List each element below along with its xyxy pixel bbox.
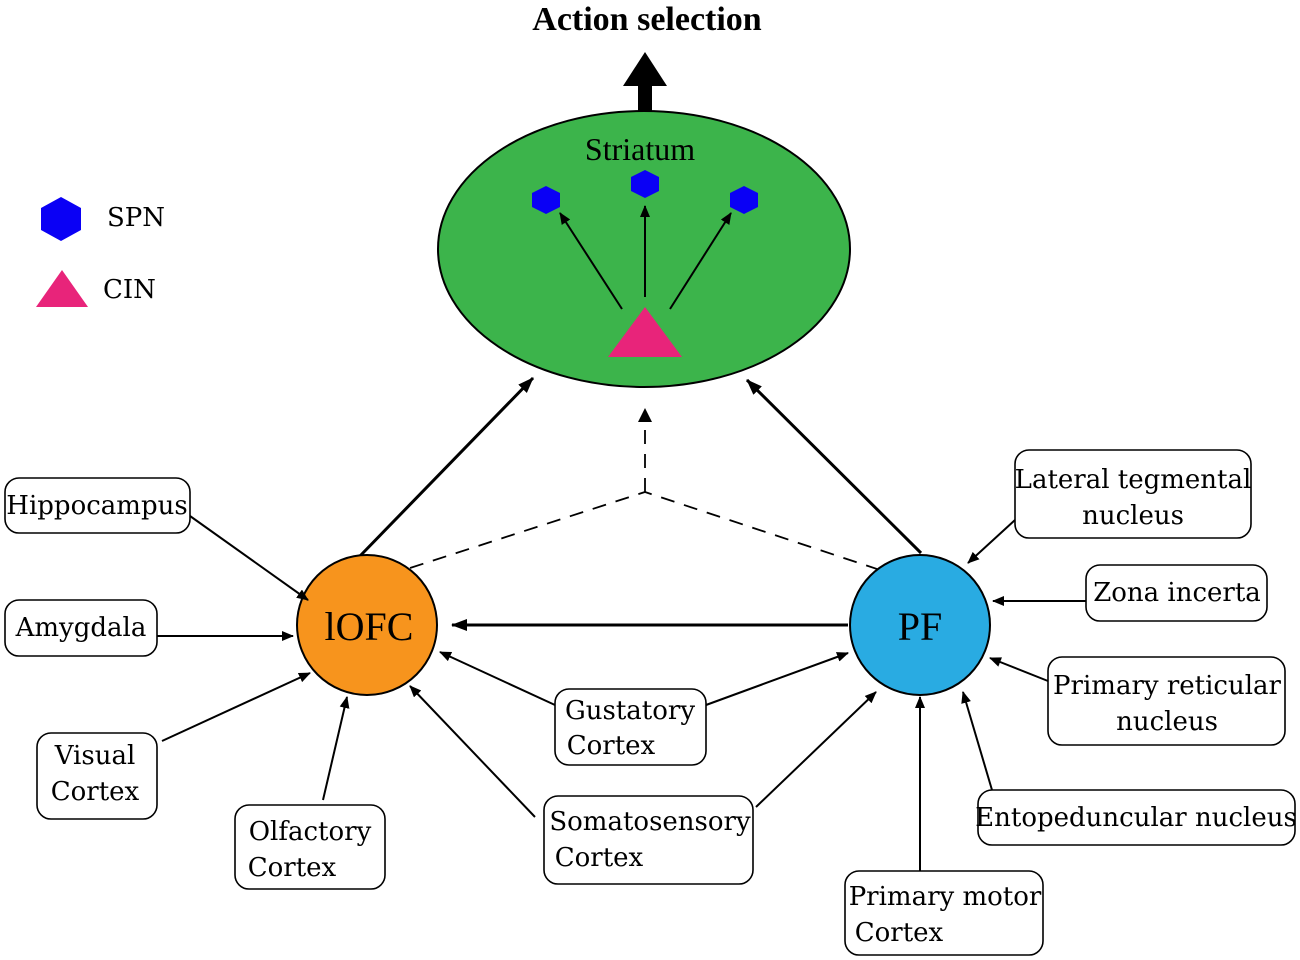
spn-hexagon-center bbox=[631, 170, 659, 198]
legend-spn-icon bbox=[41, 197, 81, 241]
primary-reticular-to-pf-arrow bbox=[989, 657, 1049, 682]
svg-text:Olfactory: Olfactory bbox=[249, 817, 372, 847]
svg-text:Cortex: Cortex bbox=[855, 918, 944, 948]
gustatory-to-pf-arrow bbox=[705, 652, 849, 706]
input-box-amygdala: Amygdala bbox=[4, 599, 158, 657]
svg-text:Cortex: Cortex bbox=[51, 777, 140, 807]
svg-text:nucleus: nucleus bbox=[1116, 707, 1218, 737]
entopeduncular-to-pf-arrow bbox=[961, 691, 993, 791]
input-box-gustatory-cortex: Gustatory Cortex bbox=[554, 688, 707, 766]
svg-text:Hippocampus: Hippocampus bbox=[6, 491, 187, 521]
svg-text:Lateral tegmental: Lateral tegmental bbox=[1015, 465, 1252, 495]
spn-hexagon-right bbox=[730, 186, 758, 214]
svg-text:Gustatory: Gustatory bbox=[565, 696, 695, 726]
svg-text:Primary motor: Primary motor bbox=[849, 882, 1042, 912]
input-box-hippocampus: Hippocampus bbox=[4, 477, 191, 534]
input-box-entopeduncular-nucleus: Entopeduncular nucleus bbox=[975, 789, 1297, 846]
input-box-lateral-tegmental-nucleus: Lateral tegmental nucleus bbox=[1014, 449, 1252, 539]
pf-label: PF bbox=[898, 604, 943, 649]
striatum-label: Striatum bbox=[585, 131, 695, 167]
legend-cin-label: CIN bbox=[103, 275, 156, 305]
legend: SPN CIN bbox=[36, 197, 165, 307]
visual-to-lofc-arrow bbox=[161, 672, 311, 742]
svg-text:Cortex: Cortex bbox=[567, 731, 656, 761]
pf-node bbox=[849, 554, 991, 696]
somatosensory-to-pf-arrow bbox=[755, 691, 877, 808]
input-box-visual-cortex: Visual Cortex bbox=[36, 732, 158, 820]
input-box-olfactory-cortex: Olfactory Cortex bbox=[234, 804, 386, 890]
input-box-primary-reticular-nucleus: Primary reticular nucleus bbox=[1047, 656, 1286, 746]
hippocampus-to-lofc-arrow bbox=[189, 515, 309, 601]
cin-triangle bbox=[608, 307, 682, 357]
svg-text:Cortex: Cortex bbox=[555, 843, 644, 873]
spn-hexagon-left bbox=[532, 186, 560, 214]
somatosensory-to-lofc-arrow bbox=[409, 685, 536, 818]
svg-text:Somatosensory: Somatosensory bbox=[549, 807, 751, 837]
input-box-primary-motor-cortex: Primary motor Cortex bbox=[844, 870, 1044, 956]
svg-text:Amygdala: Amygdala bbox=[15, 613, 147, 643]
cin-to-spn-arrow-right bbox=[669, 212, 732, 310]
svg-text:Entopeduncular nucleus: Entopeduncular nucleus bbox=[975, 803, 1297, 833]
input-box-somatosensory-cortex: Somatosensory Cortex bbox=[543, 795, 754, 885]
legend-cin-icon bbox=[36, 270, 88, 307]
dashed-interaction bbox=[409, 408, 881, 571]
input-box-zona-incerta: Zona incerta bbox=[1085, 564, 1268, 622]
output-arrow bbox=[623, 52, 667, 114]
svg-text:Cortex: Cortex bbox=[248, 853, 337, 883]
legend-spn-label: SPN bbox=[107, 203, 165, 233]
lateral-tegmental-to-pf-arrow bbox=[967, 519, 1016, 564]
olfactory-to-lofc-arrow bbox=[322, 696, 350, 801]
lofc-label: lOFC bbox=[325, 604, 414, 649]
cin-to-spn-arrow-left bbox=[559, 212, 623, 310]
lofc-to-striatum-arrow bbox=[358, 376, 535, 558]
pf-to-striatum-arrow bbox=[745, 378, 923, 555]
svg-text:Primary reticular: Primary reticular bbox=[1053, 671, 1281, 701]
gustatory-to-lofc-arrow bbox=[439, 651, 556, 706]
svg-text:Visual: Visual bbox=[54, 741, 136, 771]
svg-text:nucleus: nucleus bbox=[1082, 501, 1184, 531]
diagram-title: Action selection bbox=[532, 1, 762, 38]
svg-text:Zona incerta: Zona incerta bbox=[1093, 578, 1261, 608]
lofc-node bbox=[296, 554, 438, 696]
